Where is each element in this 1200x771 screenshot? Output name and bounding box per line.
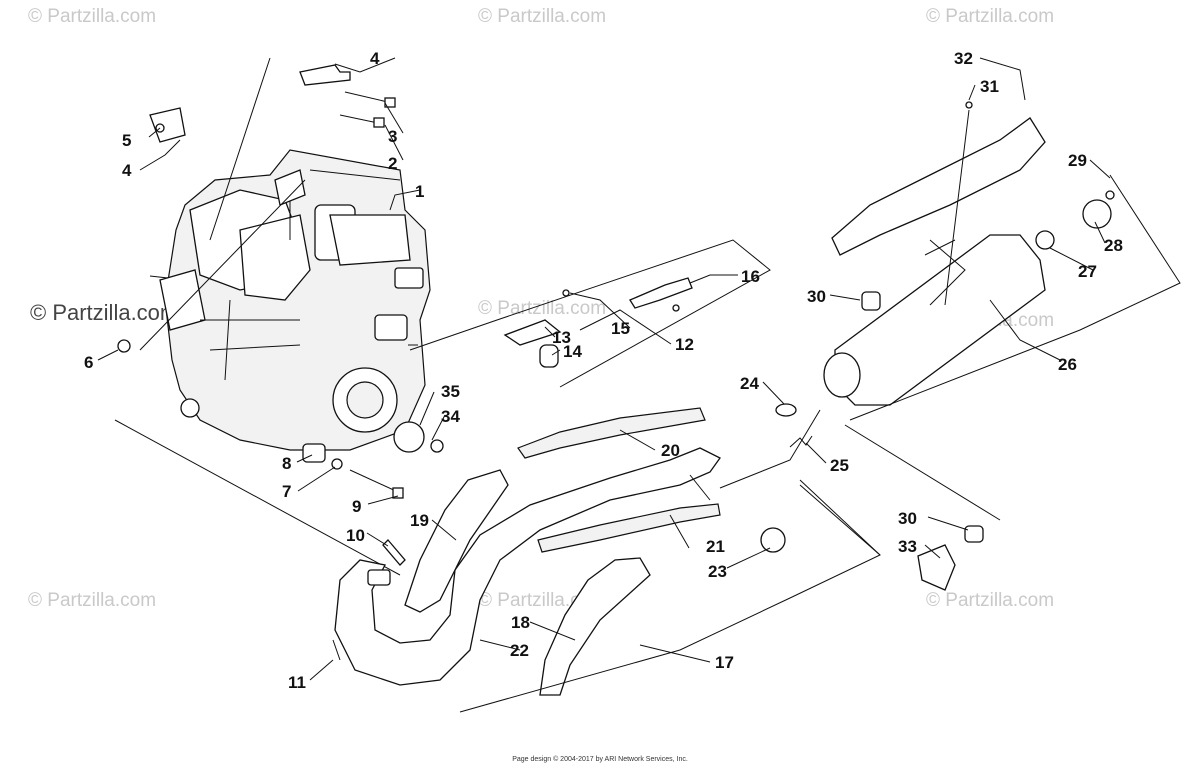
clamp-23	[760, 527, 786, 553]
callout-25: 25	[830, 456, 849, 475]
group-12-box	[409, 239, 771, 388]
gasket-10	[382, 539, 406, 566]
heat-shield-20	[517, 407, 706, 459]
spacer-8	[302, 443, 326, 463]
watermark: © Partzilla.com	[478, 298, 607, 319]
heat-shield-18	[539, 557, 651, 696]
bracket-13	[503, 319, 562, 346]
engine-drawing	[149, 149, 431, 451]
bolt-3	[344, 91, 393, 104]
callout-18: 18	[511, 613, 530, 632]
leader-lines	[97, 57, 1111, 681]
callout-10: 10	[346, 526, 365, 545]
callout-21: 21	[706, 537, 725, 556]
gasket-27	[1035, 230, 1055, 250]
flange	[367, 569, 391, 586]
gasket-24	[775, 403, 797, 417]
callout-2: 2	[388, 154, 397, 173]
ring-34	[430, 439, 444, 453]
callout-8: 8	[282, 454, 291, 473]
screw-29	[1105, 190, 1115, 200]
bolt-9-head	[392, 487, 404, 499]
callout-22: 22	[510, 641, 529, 660]
callout-4: 4	[122, 161, 132, 180]
callout-23: 23	[708, 562, 727, 581]
callout-31: 31	[980, 77, 999, 96]
callout-16: 16	[741, 267, 760, 286]
callout-11: 11	[288, 673, 306, 692]
gasket-35	[393, 421, 425, 453]
callout-19: 19	[410, 511, 429, 530]
footer-copyright: Page design © 2004-2017 by ARI Network S…	[512, 756, 688, 763]
callout-29: 29	[1068, 151, 1087, 170]
callout-34: 34	[441, 407, 460, 426]
callout-15: 15	[611, 319, 630, 338]
bracket-33	[917, 544, 956, 591]
callout-12: 12	[675, 335, 694, 354]
callout-6: 6	[84, 353, 93, 372]
muffler-26	[834, 234, 1046, 406]
head-pipe-22	[334, 447, 721, 686]
callout-30: 30	[898, 509, 917, 528]
callout-33: 33	[898, 537, 917, 556]
bolt-3-head	[384, 97, 396, 108]
callout-35: 35	[441, 382, 460, 401]
spring-25	[789, 435, 813, 448]
watermark: © Partzilla.com	[926, 6, 1055, 27]
callout-5: 5	[122, 131, 131, 150]
heat-shield-19	[404, 469, 509, 613]
watermark: © Partzilla.com	[28, 590, 157, 611]
callout-20: 20	[661, 441, 680, 460]
callout-14: 14	[563, 342, 582, 361]
bracket-16	[629, 277, 693, 309]
grommet-30-top	[861, 291, 881, 311]
callout-24: 24	[740, 374, 759, 393]
callout-30: 30	[807, 287, 826, 306]
bracket-4-upper	[299, 64, 351, 86]
callout-32: 32	[954, 49, 973, 68]
watermark: © Partzilla.com	[926, 590, 1055, 611]
callout-7: 7	[282, 482, 291, 501]
callout-9: 9	[352, 497, 361, 516]
bolt-2-head	[373, 117, 385, 128]
bracket-4-left	[149, 107, 186, 143]
watermark: © Partzilla.com	[478, 6, 607, 27]
spark-arrestor-28	[1082, 199, 1112, 229]
callout-26: 26	[1058, 355, 1077, 374]
stud-11	[332, 639, 341, 661]
watermark-emphasized: © Partzilla.com	[30, 300, 179, 325]
washer-6	[117, 339, 131, 353]
spring-14	[539, 344, 559, 368]
washer-7	[331, 458, 343, 470]
bolt-9	[349, 469, 399, 493]
screw-31	[965, 101, 973, 109]
callout-28: 28	[1104, 236, 1123, 255]
heat-shield-21	[537, 503, 721, 553]
watermark: © Partzilla.com	[28, 6, 157, 27]
callout-27: 27	[1078, 262, 1097, 281]
callout-1: 1	[415, 182, 424, 201]
bolt-2	[339, 114, 379, 124]
muffler-inlet	[823, 352, 861, 398]
callout-3: 3	[388, 127, 397, 146]
callout-4: 4	[370, 49, 380, 68]
callout-labels: 1 2 3 4 4 5 6 7 8 9 10 11 12 13 14 15 16…	[84, 49, 1123, 692]
heat-shield-32	[831, 117, 1046, 256]
callout-13: 13	[552, 328, 571, 347]
callout-17: 17	[715, 653, 734, 672]
grommet-30-bottom	[964, 525, 984, 543]
